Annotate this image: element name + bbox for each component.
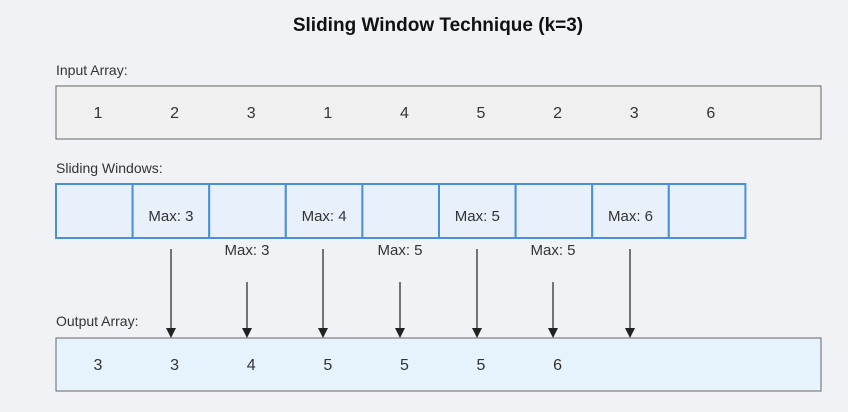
output-value: 3 (170, 357, 179, 374)
window-cell (208, 183, 287, 239)
output-value: 6 (553, 357, 562, 374)
window-cell: Max: 4 (284, 183, 364, 239)
window-cell (361, 183, 440, 239)
output-array-label: Output Array: (56, 313, 138, 329)
input-value: 2 (170, 105, 179, 122)
input-value: 5 (477, 105, 486, 122)
input-values: 1 2 3 1 4 5 2 3 6 (94, 105, 716, 122)
arrows (166, 249, 635, 338)
input-value: 6 (706, 105, 715, 122)
input-array-label: Input Array: (56, 62, 128, 78)
window-cell (667, 183, 747, 239)
window-cell-box (514, 183, 594, 239)
window-cell-box (208, 183, 287, 239)
output-value: 5 (477, 357, 486, 374)
window-cell (55, 183, 134, 239)
window-max-label: Max: 6 (608, 208, 653, 225)
output-array-box (55, 337, 822, 392)
lower-max-label: Max: 3 (224, 242, 269, 259)
window-cell-box (131, 183, 211, 239)
diagram-title: Sliding Window Technique (k=3) (293, 15, 583, 36)
input-value: 3 (630, 105, 639, 122)
window-cell-box (284, 183, 364, 239)
window-cell: Max: 6 (591, 183, 670, 239)
window-max-label: Max: 5 (455, 208, 500, 225)
input-array-box (55, 85, 822, 140)
window-cell-box (55, 183, 134, 239)
sliding-windows-row: Max: 3 Max: 4 Max: 5 Max: 6 (55, 183, 747, 239)
output-value: 3 (94, 357, 103, 374)
input-value: 1 (323, 105, 332, 122)
window-cell: Max: 5 (438, 183, 517, 239)
window-cell (514, 183, 594, 239)
input-value: 2 (553, 105, 562, 122)
input-value: 1 (94, 105, 103, 122)
window-cell-box (591, 183, 670, 239)
lower-max-labels: Max: 3 Max: 5 Max: 5 (224, 242, 575, 259)
window-cell: Max: 3 (131, 183, 211, 239)
input-value: 3 (247, 105, 256, 122)
input-value: 4 (400, 105, 409, 122)
output-value: 4 (247, 357, 256, 374)
sliding-windows-label: Sliding Windows: (56, 160, 163, 176)
window-cell-box (667, 183, 747, 239)
output-values: 3 3 4 5 5 5 6 (94, 357, 563, 374)
window-max-label: Max: 3 (148, 208, 193, 225)
output-value: 5 (400, 357, 409, 374)
lower-max-label: Max: 5 (377, 242, 422, 259)
output-value: 5 (323, 357, 332, 374)
lower-max-label: Max: 5 (530, 242, 575, 259)
window-cell-box (361, 183, 440, 239)
window-cell-box (438, 183, 517, 239)
window-max-label: Max: 4 (302, 208, 347, 225)
